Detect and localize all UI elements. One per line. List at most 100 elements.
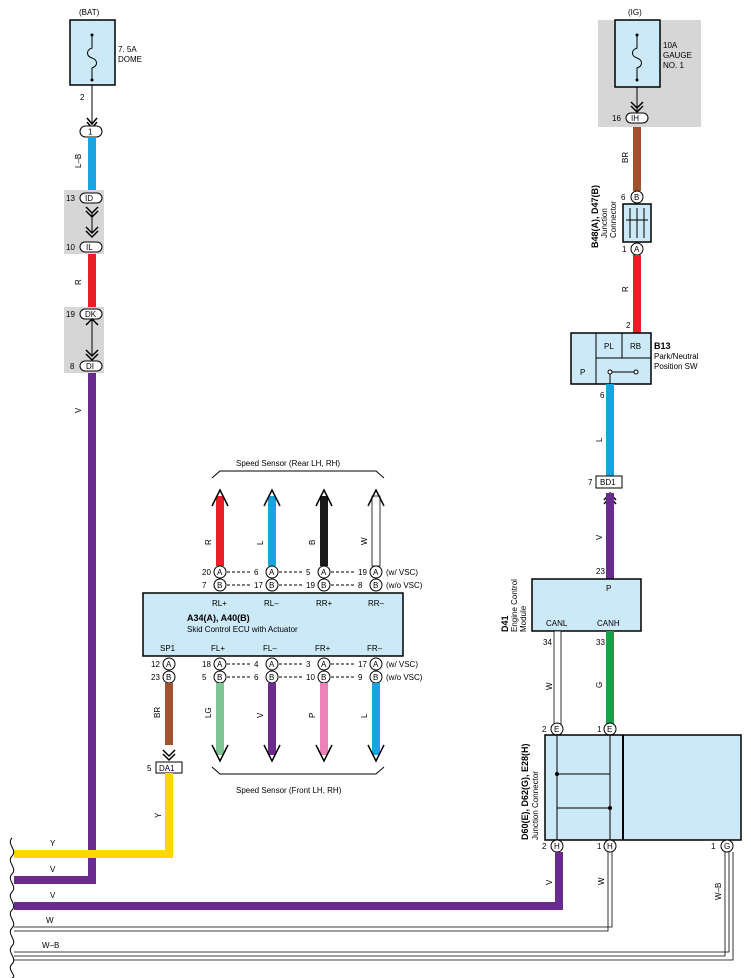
bus-label-v1: V bbox=[50, 865, 56, 874]
without-vsc-bottom: (w/o VSC) bbox=[386, 673, 423, 682]
bus-wire-v2 bbox=[14, 902, 563, 910]
id-connector: ID bbox=[85, 194, 93, 203]
svg-text:18: 18 bbox=[202, 660, 211, 669]
svg-text:B: B bbox=[373, 673, 378, 682]
svg-text:Junction Connector: Junction Connector bbox=[531, 771, 540, 840]
wire-r-right bbox=[633, 255, 641, 333]
svg-text:5: 5 bbox=[202, 673, 207, 682]
svg-text:Junction: Junction bbox=[600, 208, 609, 238]
svg-text:23: 23 bbox=[596, 567, 605, 576]
ecm-code: D41 bbox=[500, 615, 510, 632]
svg-text:10: 10 bbox=[66, 243, 75, 252]
svg-text:A: A bbox=[269, 660, 275, 669]
svg-text:3: 3 bbox=[306, 660, 311, 669]
junction-connector-d60 bbox=[544, 734, 742, 841]
bus-label-v2: V bbox=[50, 891, 56, 900]
bus-label-wb: W–B bbox=[42, 941, 59, 950]
front-wire-color: P bbox=[308, 713, 317, 718]
rear-sensor-wire: L bbox=[256, 488, 281, 566]
bus-wire-v1 bbox=[14, 876, 96, 884]
rear-sensor-wire: B bbox=[308, 488, 333, 566]
svg-text:1: 1 bbox=[597, 842, 602, 851]
svg-text:Connector: Connector bbox=[609, 201, 618, 238]
svg-text:7: 7 bbox=[202, 581, 207, 590]
svg-text:6: 6 bbox=[254, 673, 259, 682]
svg-text:1: 1 bbox=[88, 128, 93, 137]
rear-wire-color: B bbox=[308, 540, 317, 545]
svg-text:B: B bbox=[373, 581, 378, 590]
svg-text:G: G bbox=[724, 842, 730, 851]
front-sensor-title: Speed Sensor (Front LH, RH) bbox=[236, 786, 342, 795]
bus-label-y: Y bbox=[50, 839, 56, 848]
svg-text:W–B: W–B bbox=[714, 883, 723, 900]
rear-wire-color: L bbox=[256, 540, 265, 545]
ih-connector: IH bbox=[631, 114, 639, 123]
svg-text:B: B bbox=[217, 673, 222, 682]
ecu-bottom-terminal: FR+ bbox=[315, 644, 331, 653]
svg-text:V: V bbox=[545, 879, 554, 885]
ig-label: (IG) bbox=[628, 8, 642, 17]
svg-text:A: A bbox=[321, 568, 327, 577]
wire-br-right bbox=[633, 127, 641, 191]
svg-text:W: W bbox=[597, 877, 606, 885]
ecu-top-terminal: RL– bbox=[264, 599, 279, 608]
svg-text:A: A bbox=[217, 660, 223, 669]
svg-text:19: 19 bbox=[358, 568, 367, 577]
with-vsc-bottom: (w/ VSC) bbox=[386, 660, 418, 669]
svg-text:B: B bbox=[634, 193, 639, 202]
svg-text:H: H bbox=[554, 842, 560, 851]
svg-text:A: A bbox=[321, 660, 327, 669]
ecu-bottom-terminal: FL– bbox=[263, 644, 277, 653]
svg-text:13: 13 bbox=[66, 194, 75, 203]
svg-text:8: 8 bbox=[358, 581, 363, 590]
svg-text:2: 2 bbox=[542, 725, 547, 734]
skid-ecu-name: Skid Control ECU with Actuator bbox=[187, 625, 298, 634]
front-sensor-wire: P bbox=[308, 683, 333, 763]
svg-text:Position SW: Position SW bbox=[654, 362, 698, 371]
b13-code: B13 bbox=[654, 341, 671, 351]
bus-wire-w bbox=[14, 852, 613, 932]
svg-text:E: E bbox=[607, 725, 612, 734]
svg-text:B: B bbox=[269, 673, 274, 682]
svg-text:CANL: CANL bbox=[546, 619, 568, 628]
dk-connector: DK bbox=[85, 310, 97, 319]
dome-fuse-rating: 7. 5A bbox=[118, 45, 137, 54]
front-wire-color: BR bbox=[153, 707, 162, 718]
front-sensor-wire: LG bbox=[204, 683, 229, 763]
rear-sensor-bracket bbox=[211, 470, 385, 479]
svg-text:PL: PL bbox=[604, 342, 614, 351]
rear-sensor-title: Speed Sensor (Rear LH, RH) bbox=[236, 459, 340, 468]
wire-y bbox=[165, 773, 173, 858]
svg-text:Engine Control: Engine Control bbox=[510, 579, 519, 632]
ecu-top-terminal: RR+ bbox=[316, 599, 333, 608]
svg-text:6: 6 bbox=[621, 193, 626, 202]
svg-text:A: A bbox=[634, 245, 640, 254]
without-vsc-top: (w/o VSC) bbox=[386, 581, 423, 590]
rear-wire-color: R bbox=[204, 539, 213, 545]
front-wire-color: LG bbox=[204, 707, 213, 718]
dome-pin: 2 bbox=[80, 93, 85, 102]
wire-w-canl bbox=[553, 630, 562, 725]
svg-text:G: G bbox=[595, 682, 604, 688]
rear-sensor-wire: W bbox=[360, 488, 385, 567]
svg-text:19: 19 bbox=[66, 310, 75, 319]
dome-fuse-symbol bbox=[87, 35, 97, 80]
svg-text:1: 1 bbox=[711, 842, 716, 851]
svg-text:R: R bbox=[74, 279, 83, 285]
da1-connector: DA1 bbox=[159, 764, 175, 773]
svg-text:W: W bbox=[545, 682, 554, 690]
svg-text:16: 16 bbox=[612, 114, 621, 123]
svg-text:1: 1 bbox=[622, 245, 627, 254]
front-sensor-wire: V bbox=[256, 683, 281, 763]
svg-text:B: B bbox=[217, 581, 222, 590]
svg-text:P: P bbox=[606, 584, 611, 593]
svg-text:1: 1 bbox=[597, 725, 602, 734]
engine-control-module bbox=[531, 578, 642, 632]
dome-fuse-name: DOME bbox=[118, 55, 142, 64]
svg-text:Y: Y bbox=[154, 812, 163, 818]
